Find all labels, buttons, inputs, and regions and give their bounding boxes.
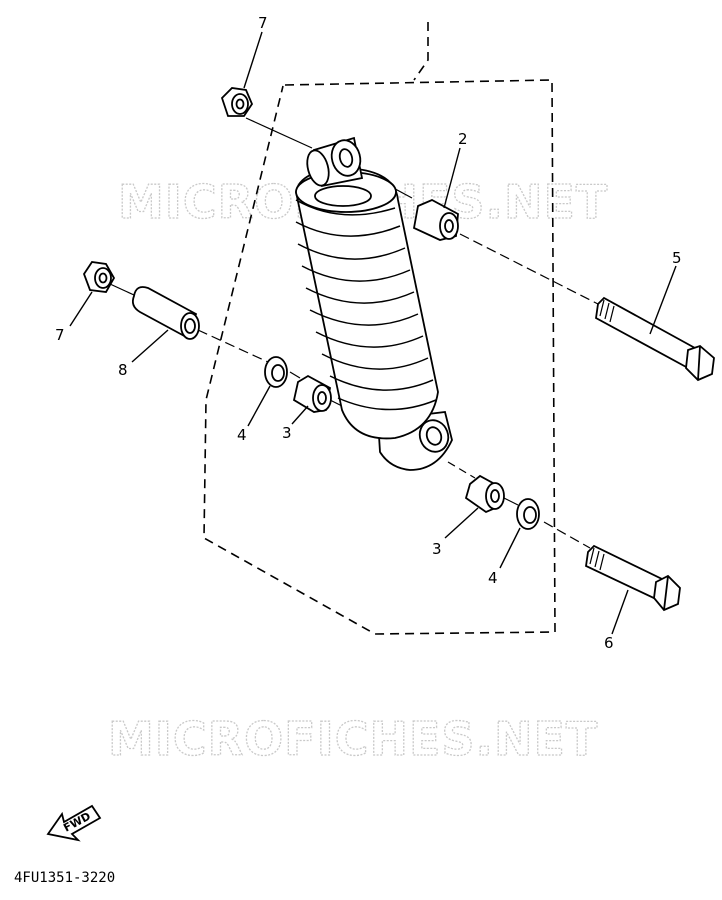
callout-bolt-lower: 6	[604, 634, 614, 652]
washer-left	[264, 356, 288, 388]
bushing-left	[292, 374, 332, 413]
rear-shock-absorber	[295, 136, 453, 471]
bushing-right	[464, 474, 505, 514]
callout-bushing-right: 3	[432, 540, 442, 558]
callout-nut-left: 7	[55, 326, 65, 344]
leader-lines	[69, 31, 677, 635]
callout-washer-right: 4	[488, 569, 498, 587]
callout-washer-left: 4	[237, 426, 247, 444]
bolt-lower	[585, 544, 681, 612]
assembly-boundary	[203, 22, 556, 635]
bolt-upper	[595, 296, 715, 382]
callout-bushing-top: 2	[458, 130, 468, 148]
callout-bolt-upper: 5	[672, 249, 682, 267]
watermark-bottom: MICROFICHES.NET	[108, 712, 598, 766]
nut-top	[220, 87, 254, 117]
diagram-code: 4FU1351-3220	[14, 870, 115, 886]
callout-nut-top: 7	[258, 14, 268, 32]
fwd-arrow-icon: FWD	[46, 804, 102, 842]
bushing-top	[412, 199, 459, 241]
callout-bushing-left: 3	[282, 424, 292, 442]
callout-collar: 8	[118, 361, 128, 379]
collar	[131, 286, 200, 340]
nut-left	[82, 261, 116, 293]
washer-right	[516, 498, 540, 530]
